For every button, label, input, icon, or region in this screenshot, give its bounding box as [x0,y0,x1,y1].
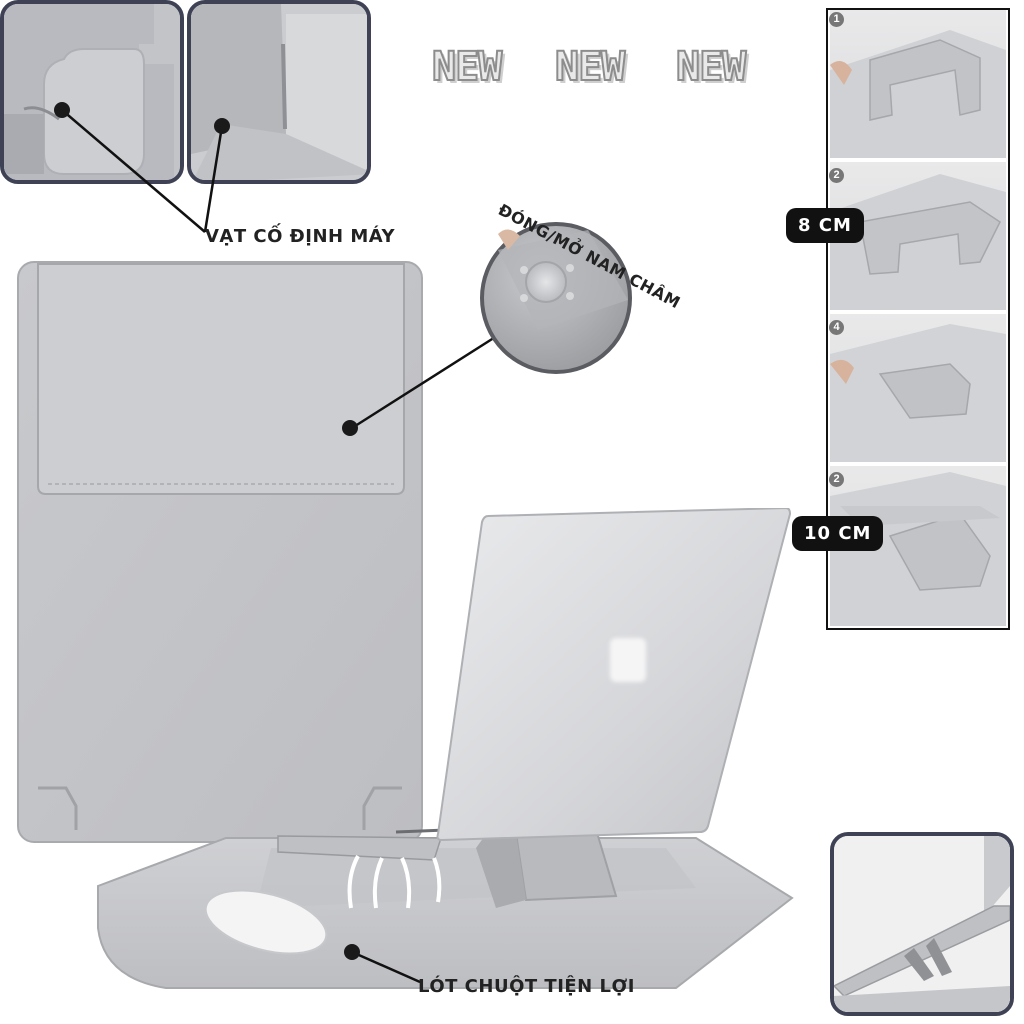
inset-flap-closeup-right [187,0,371,184]
new-badge: NEW [554,43,626,91]
laptop-sleeve-closed [17,261,423,843]
step-panel [830,10,1006,160]
flap-label: VẠT CỐ ĐỊNH MÁY [205,226,396,247]
steps-frame [826,8,1010,630]
new-badge: NEW [431,43,503,91]
step-number: 2 [829,168,844,183]
step-panel [830,314,1006,464]
blurred-logo-icon [610,638,646,682]
flap-callout-lines [61,109,224,233]
callout-dot-icon [344,944,360,960]
airflow-arrows-icon [347,855,442,909]
new-badge: NEW [675,43,747,91]
height-badge-10cm: 10 CM [792,516,884,551]
magnet-closeup [480,222,632,374]
flap-closeup-left-illustration [4,4,180,180]
inset-side-view [830,832,1014,1016]
side-view-illustration [834,836,1010,1012]
step-number: 2 [829,472,844,487]
callout-dot-icon [54,102,70,118]
inset-flap-closeup-left [0,0,184,184]
mousepad-callout-line [351,950,421,984]
mousepad-label: LÓT CHUỘT TIỆN LỢI [418,976,635,997]
laptop-on-stand [97,508,794,989]
step-panel [830,466,1006,628]
magnet-callout-line [351,332,501,430]
step-number: 4 [829,320,844,335]
height-badge-8cm: 8 CM [786,208,864,243]
flap-closeup-right-illustration [191,4,367,180]
callout-dot-icon [214,118,230,134]
callout-dot-icon [342,420,358,436]
step-number: 1 [829,12,844,27]
